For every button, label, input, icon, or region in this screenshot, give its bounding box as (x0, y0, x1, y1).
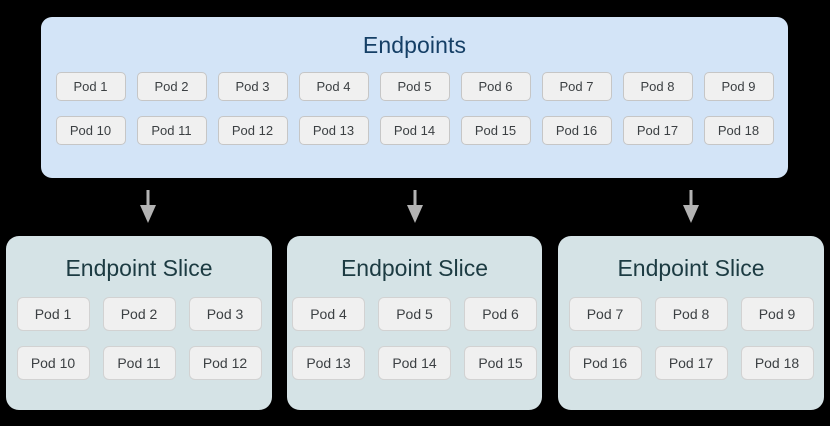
pod-chip: Pod 7 (541, 72, 612, 101)
pod-chip: Pod 4 (292, 297, 365, 331)
endpoint-slice-title: Endpoint Slice (340, 255, 489, 281)
pod-chip: Pod 1 (16, 297, 90, 331)
down-arrow-icon (140, 190, 156, 223)
pod-chip: Pod 18 (703, 116, 774, 145)
pod-chip: Pod 2 (102, 297, 176, 331)
endpoints-pod-row-2: Pod 10 Pod 11 Pod 12 Pod 13 Pod 14 Pod 1… (41, 116, 788, 145)
pod-chip: Pod 13 (298, 116, 369, 145)
pod-chip: Pod 14 (378, 346, 451, 380)
pod-chip: Pod 1 (55, 72, 126, 101)
pod-chip: Pod 17 (622, 116, 693, 145)
endpoint-slice-container-1: Endpoint Slice Pod 1 Pod 2 Pod 3 Pod 10 … (6, 236, 272, 410)
pod-chip: Pod 7 (568, 297, 642, 331)
slice-pod-row-2: Pod 10 Pod 11 Pod 12 (6, 346, 272, 380)
down-arrow-icon (407, 190, 423, 223)
pod-chip: Pod 5 (378, 297, 451, 331)
pod-chip: Pod 13 (292, 346, 365, 380)
pod-chip: Pod 8 (622, 72, 693, 101)
slice-pod-row-2: Pod 16 Pod 17 Pod 18 (558, 346, 824, 380)
pod-chip: Pod 2 (136, 72, 207, 101)
pod-chip: Pod 10 (55, 116, 126, 145)
pod-chip: Pod 11 (102, 346, 176, 380)
endpoints-title: Endpoints (362, 32, 467, 58)
down-arrow-icon (683, 190, 699, 223)
pod-chip: Pod 12 (188, 346, 262, 380)
endpoint-slice-title: Endpoint Slice (65, 255, 213, 281)
pod-chip: Pod 8 (654, 297, 728, 331)
pod-chip: Pod 5 (379, 72, 450, 101)
pod-chip: Pod 3 (217, 72, 288, 101)
pod-chip: Pod 12 (217, 116, 288, 145)
pod-chip: Pod 4 (298, 72, 369, 101)
pod-chip: Pod 3 (188, 297, 262, 331)
pod-chip: Pod 6 (464, 297, 537, 331)
pod-chip: Pod 9 (703, 72, 774, 101)
pod-chip: Pod 11 (136, 116, 207, 145)
slice-pod-row-1: Pod 4 Pod 5 Pod 6 (287, 297, 542, 331)
slice-pod-row-2: Pod 13 Pod 14 Pod 15 (287, 346, 542, 380)
endpoint-slice-container-3: Endpoint Slice Pod 7 Pod 8 Pod 9 Pod 16 … (558, 236, 824, 410)
pod-chip: Pod 14 (379, 116, 450, 145)
pod-chip: Pod 16 (568, 346, 642, 380)
pod-chip: Pod 17 (654, 346, 728, 380)
pod-chip: Pod 15 (460, 116, 531, 145)
pod-chip: Pod 18 (740, 346, 814, 380)
pod-chip: Pod 9 (740, 297, 814, 331)
endpoints-pod-row-1: Pod 1 Pod 2 Pod 3 Pod 4 Pod 5 Pod 6 Pod … (41, 72, 788, 101)
slice-pod-row-1: Pod 7 Pod 8 Pod 9 (558, 297, 824, 331)
pod-chip: Pod 16 (541, 116, 612, 145)
endpoints-container: Endpoints Pod 1 Pod 2 Pod 3 Pod 4 Pod 5 … (41, 17, 788, 178)
pod-chip: Pod 15 (464, 346, 537, 380)
pod-chip: Pod 10 (16, 346, 90, 380)
endpoint-slice-container-2: Endpoint Slice Pod 4 Pod 5 Pod 6 Pod 13 … (287, 236, 542, 410)
pod-chip: Pod 6 (460, 72, 531, 101)
endpoint-slice-title: Endpoint Slice (617, 255, 765, 281)
slice-pod-row-1: Pod 1 Pod 2 Pod 3 (6, 297, 272, 331)
